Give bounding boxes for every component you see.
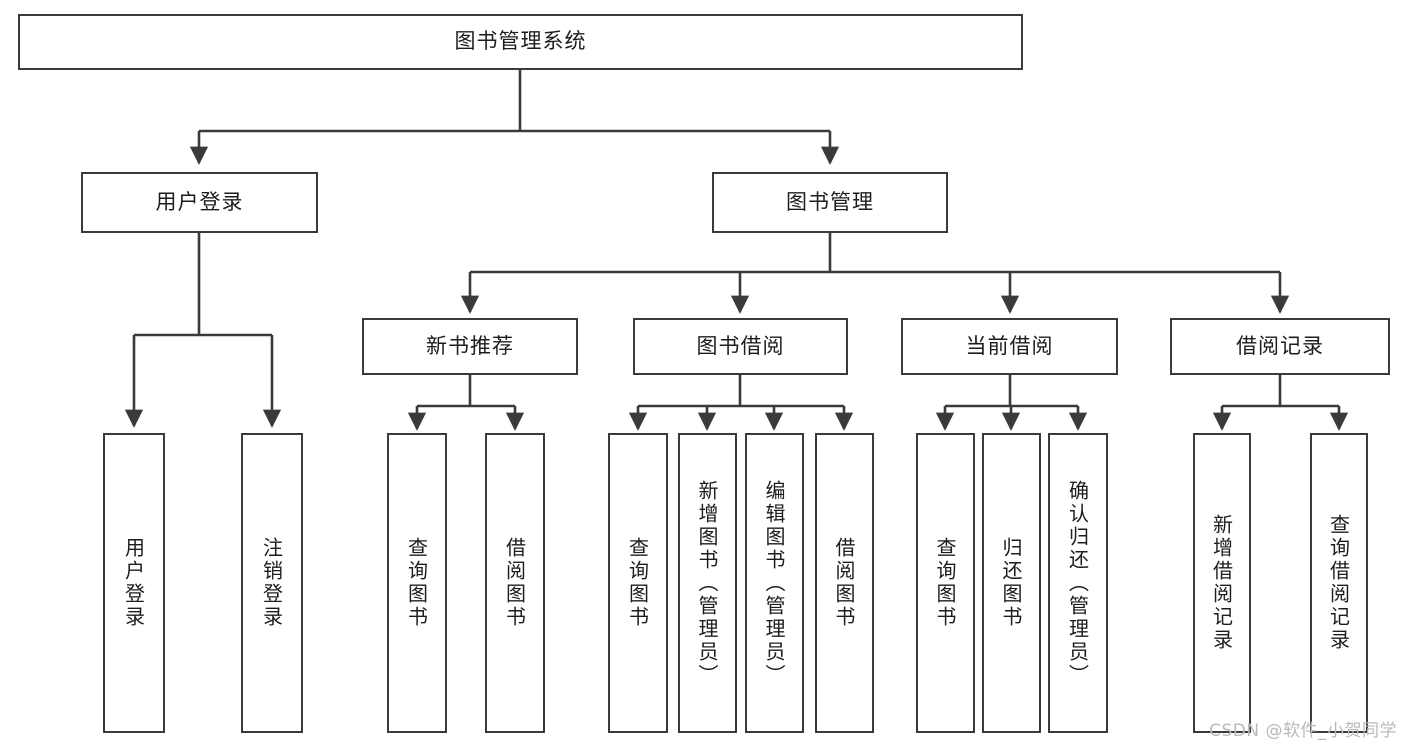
node-new-book-rec[interactable]: 新书推荐 <box>362 318 578 375</box>
node-leaf-add-record[interactable]: 新增借阅记录 <box>1193 433 1251 733</box>
node-borrow-record[interactable]: 借阅记录 <box>1170 318 1390 375</box>
node-leaf-user-login-label: 用户登录 <box>121 537 146 629</box>
node-root-label: 图书管理系统 <box>454 29 587 54</box>
node-leaf-logout-label: 注销登录 <box>259 537 284 629</box>
node-leaf-confirm-return-label: 确认归还（管理员） <box>1065 479 1090 687</box>
node-book-borrow-label: 图书借阅 <box>696 333 785 358</box>
node-leaf-add-record-label: 新增借阅记录 <box>1209 514 1234 652</box>
node-leaf-query-book-3[interactable]: 查询图书 <box>916 433 975 733</box>
node-root[interactable]: 图书管理系统 <box>18 14 1023 70</box>
node-borrow-record-label: 借阅记录 <box>1236 333 1324 358</box>
node-leaf-add-book-label: 新增图书（管理员） <box>695 479 719 687</box>
node-leaf-borrow-book-1[interactable]: 借阅图书 <box>485 433 545 733</box>
node-new-book-rec-label: 新书推荐 <box>426 333 514 358</box>
node-leaf-borrow-book-1-label: 借阅图书 <box>502 537 527 629</box>
node-leaf-query-book-1[interactable]: 查询图书 <box>387 433 447 733</box>
node-current-borrow[interactable]: 当前借阅 <box>901 318 1118 375</box>
node-leaf-borrow-book-2-label: 借阅图书 <box>832 537 856 629</box>
node-leaf-logout[interactable]: 注销登录 <box>241 433 303 733</box>
node-book-borrow[interactable]: 图书借阅 <box>633 318 848 375</box>
node-leaf-edit-book-label: 编辑图书（管理员） <box>762 479 786 687</box>
node-leaf-query-book-3-label: 查询图书 <box>933 537 957 629</box>
node-leaf-borrow-book-2[interactable]: 借阅图书 <box>815 433 874 733</box>
node-current-borrow-label: 当前借阅 <box>965 333 1054 358</box>
node-leaf-query-book-2-label: 查询图书 <box>625 537 650 629</box>
node-book-manage-label: 图书管理 <box>786 189 874 214</box>
node-leaf-query-book-1-label: 查询图书 <box>404 537 429 629</box>
csdn-watermark: CSDN @软件_小贺同学 <box>1209 721 1397 741</box>
node-user-login-label: 用户登录 <box>155 189 244 214</box>
node-leaf-return-book-label: 归还图书 <box>999 537 1023 629</box>
node-leaf-query-record[interactable]: 查询借阅记录 <box>1310 433 1368 733</box>
node-leaf-query-record-label: 查询借阅记录 <box>1326 514 1351 652</box>
node-book-manage[interactable]: 图书管理 <box>712 172 948 233</box>
node-leaf-add-book[interactable]: 新增图书（管理员） <box>678 433 737 733</box>
node-leaf-edit-book[interactable]: 编辑图书（管理员） <box>745 433 804 733</box>
node-leaf-confirm-return[interactable]: 确认归还（管理员） <box>1048 433 1108 733</box>
node-leaf-return-book[interactable]: 归还图书 <box>982 433 1041 733</box>
node-leaf-query-book-2[interactable]: 查询图书 <box>608 433 668 733</box>
node-leaf-user-login[interactable]: 用户登录 <box>103 433 165 733</box>
node-user-login[interactable]: 用户登录 <box>81 172 318 233</box>
